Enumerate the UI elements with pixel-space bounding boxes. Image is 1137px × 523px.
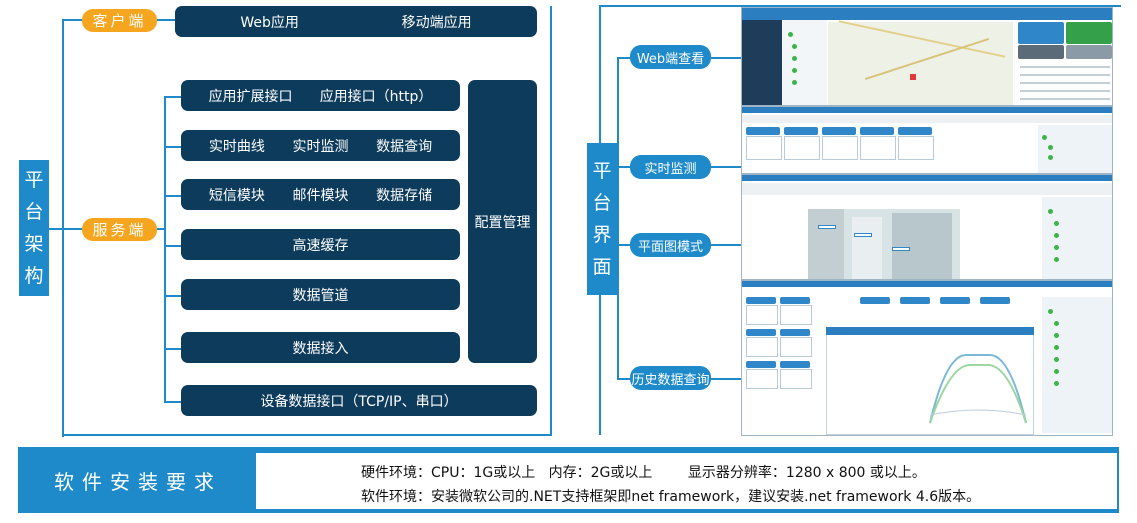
connector-line xyxy=(164,348,181,350)
history-query-label: 历史数据查询 xyxy=(630,366,711,390)
connector-line xyxy=(599,5,669,7)
platform-architecture-label: 平 台 架 构 xyxy=(19,160,49,296)
web-view-label: Web端查看 xyxy=(630,45,711,69)
app-extension-interface: 应用扩展接口 xyxy=(208,88,293,105)
sms-module: 短信模块 xyxy=(208,187,265,204)
connector-line xyxy=(711,166,742,168)
architecture-frame xyxy=(62,6,552,436)
char: 架 xyxy=(24,233,44,255)
ingest-box: 数据接入 xyxy=(181,332,460,363)
connector-line xyxy=(617,57,619,379)
requirements-banner: 软件安装要求 硬件环境：CPU：1G或以上 内存：2G或以上 显示器分辨率：12… xyxy=(18,447,1119,513)
realtime-box: 实时曲线 实时监测 数据查询 xyxy=(181,130,460,161)
connector-line xyxy=(62,228,82,230)
history-query-screenshot xyxy=(741,280,1113,436)
char: 台 xyxy=(592,192,612,214)
char: 平 xyxy=(24,169,44,191)
realtime-monitor: 实时监测 xyxy=(292,138,349,155)
floor-plan-screenshot xyxy=(741,174,1113,280)
char: 面 xyxy=(592,256,612,278)
web-app: Web应用 xyxy=(240,14,299,31)
app-http-interface: 应用接口（http） xyxy=(319,88,433,105)
connector-line xyxy=(157,228,165,230)
connector-line xyxy=(617,166,630,168)
connector-line xyxy=(164,295,181,297)
pipeline-box: 数据管道 xyxy=(181,279,460,310)
connector-line xyxy=(617,57,630,59)
device-interface-box: 设备数据接口（TCP/IP、串口） xyxy=(181,385,537,416)
connector-line xyxy=(164,245,181,247)
requirements-text: 硬件环境：CPU：1G或以上 内存：2G或以上 显示器分辨率：1280 x 80… xyxy=(256,453,1117,509)
char: 界 xyxy=(592,224,612,246)
char: 台 xyxy=(24,201,44,223)
client-label: 客户端 xyxy=(82,9,157,32)
connector-line xyxy=(711,57,742,59)
connector-line xyxy=(164,401,181,403)
requirements-title: 软件安装要求 xyxy=(54,469,222,494)
realtime-curve: 实时曲线 xyxy=(208,138,265,155)
realtime-monitor-label: 实时监测 xyxy=(630,155,711,179)
history-curve-icon xyxy=(929,354,1027,424)
platform-interface-label: 平 台 界 面 xyxy=(587,143,617,295)
char: 平 xyxy=(592,160,612,182)
connector-line xyxy=(157,19,175,21)
mobile-app: 移动端应用 xyxy=(401,14,472,31)
connector-line xyxy=(164,96,166,402)
app-interface-box: 应用扩展接口 应用接口（http） xyxy=(181,80,460,111)
connector-line xyxy=(617,378,630,380)
cache-box: 高速缓存 xyxy=(181,229,460,260)
connector-line xyxy=(164,146,181,148)
data-query: 数据查询 xyxy=(376,138,433,155)
data-storage: 数据存储 xyxy=(376,187,433,204)
realtime-monitor-screenshot xyxy=(741,106,1113,174)
connector-line xyxy=(617,244,630,246)
connector-line xyxy=(711,378,742,380)
floor-plan-label: 平面图模式 xyxy=(630,233,711,257)
connector-line xyxy=(62,19,82,21)
web-view-screenshot xyxy=(741,7,1113,106)
hardware-requirement: 硬件环境：CPU：1G或以上 内存：2G或以上 显示器分辨率：1280 x 80… xyxy=(361,465,926,481)
client-apps-box: Web应用 移动端应用 xyxy=(175,6,537,37)
module-box: 短信模块 邮件模块 数据存储 xyxy=(181,179,460,210)
connector-line xyxy=(711,244,742,246)
email-module: 邮件模块 xyxy=(292,187,349,204)
connector-line xyxy=(164,96,181,98)
server-label: 服务端 xyxy=(82,218,157,241)
software-requirement: 软件环境：安装微软公司的.NET支持框架即net framework，建议安装.… xyxy=(361,489,981,505)
char: 构 xyxy=(24,265,44,287)
config-management-box: 配置管理 xyxy=(468,80,537,363)
connector-line xyxy=(164,195,181,197)
connector-line xyxy=(49,228,62,230)
